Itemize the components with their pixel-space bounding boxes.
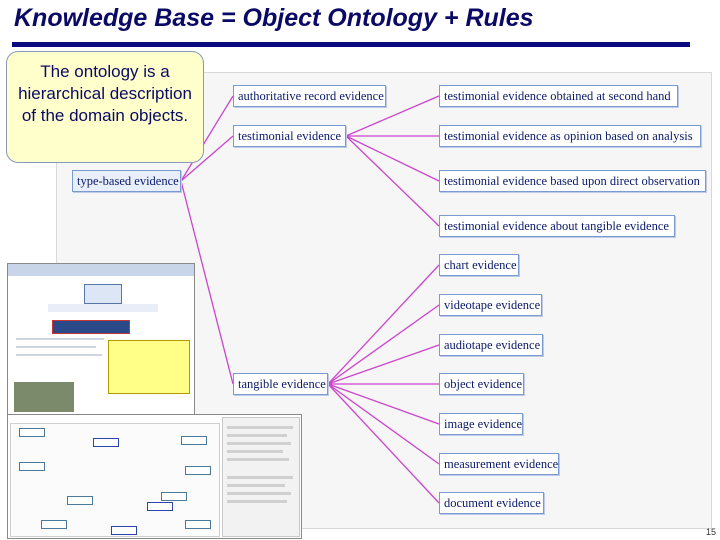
node-videotape-evidence[interactable]: videotape evidence — [439, 294, 542, 316]
callout-box: The ontology is a hierarchical descripti… — [6, 51, 204, 163]
node-object-evidence[interactable]: object evidence — [439, 373, 524, 395]
slide-title: Knowledge Base = Object Ontology + Rules — [14, 4, 534, 32]
site-logo-image — [84, 284, 122, 304]
mini-node — [111, 526, 137, 535]
node-testimonial-second-hand[interactable]: testimonial evidence obtained at second … — [439, 85, 678, 107]
mini-node — [93, 438, 119, 447]
text-line — [227, 500, 287, 503]
text-line — [16, 346, 96, 348]
node-testimonial-about-tangible[interactable]: testimonial evidence about tangible evid… — [439, 215, 675, 237]
mini-node — [147, 502, 173, 511]
node-image-evidence[interactable]: image evidence — [439, 413, 523, 435]
web-page-screenshot — [7, 263, 195, 415]
page-number: 15 — [706, 527, 717, 537]
mini-node — [185, 520, 211, 529]
mini-node — [19, 428, 45, 437]
mini-node — [41, 520, 67, 529]
text-line — [227, 434, 287, 437]
interpretation-note — [108, 340, 190, 394]
text-line — [227, 450, 283, 453]
node-measurement-evidence[interactable]: measurement evidence — [439, 453, 559, 475]
mini-node — [185, 466, 211, 475]
mini-node — [19, 462, 45, 471]
node-tangible-evidence[interactable]: tangible evidence — [233, 373, 328, 395]
mini-ontology-graph — [10, 423, 220, 537]
photo-image — [14, 382, 74, 412]
nav-strip — [48, 304, 158, 312]
mini-node — [161, 492, 187, 501]
node-authoritative-record-evidence[interactable]: authoritative record evidence — [233, 85, 386, 107]
callout-text: The ontology is a hierarchical descripti… — [18, 62, 192, 125]
browser-toolbar — [8, 264, 194, 276]
node-document-evidence[interactable]: document evidence — [439, 492, 544, 514]
title-rule — [12, 42, 690, 47]
text-line — [227, 426, 293, 429]
node-chart-evidence[interactable]: chart evidence — [439, 254, 519, 276]
application-screenshot — [7, 414, 302, 539]
text-line — [227, 476, 293, 479]
url-banner — [52, 320, 130, 334]
node-type-based-evidence[interactable]: type-based evidence — [72, 170, 181, 192]
mini-node — [181, 436, 207, 445]
node-testimonial-evidence[interactable]: testimonial evidence — [233, 125, 346, 147]
text-line — [16, 338, 104, 340]
text-line — [227, 458, 289, 461]
text-line — [227, 492, 291, 495]
node-testimonial-opinion[interactable]: testimonial evidence as opinion based on… — [439, 125, 701, 147]
node-testimonial-direct-observation[interactable]: testimonial evidence based upon direct o… — [439, 170, 706, 192]
mini-node — [67, 496, 93, 505]
node-audiotape-evidence[interactable]: audiotape evidence — [439, 334, 543, 356]
text-line — [16, 354, 102, 356]
text-line — [227, 442, 291, 445]
description-panel — [222, 417, 300, 537]
text-line — [227, 484, 285, 487]
